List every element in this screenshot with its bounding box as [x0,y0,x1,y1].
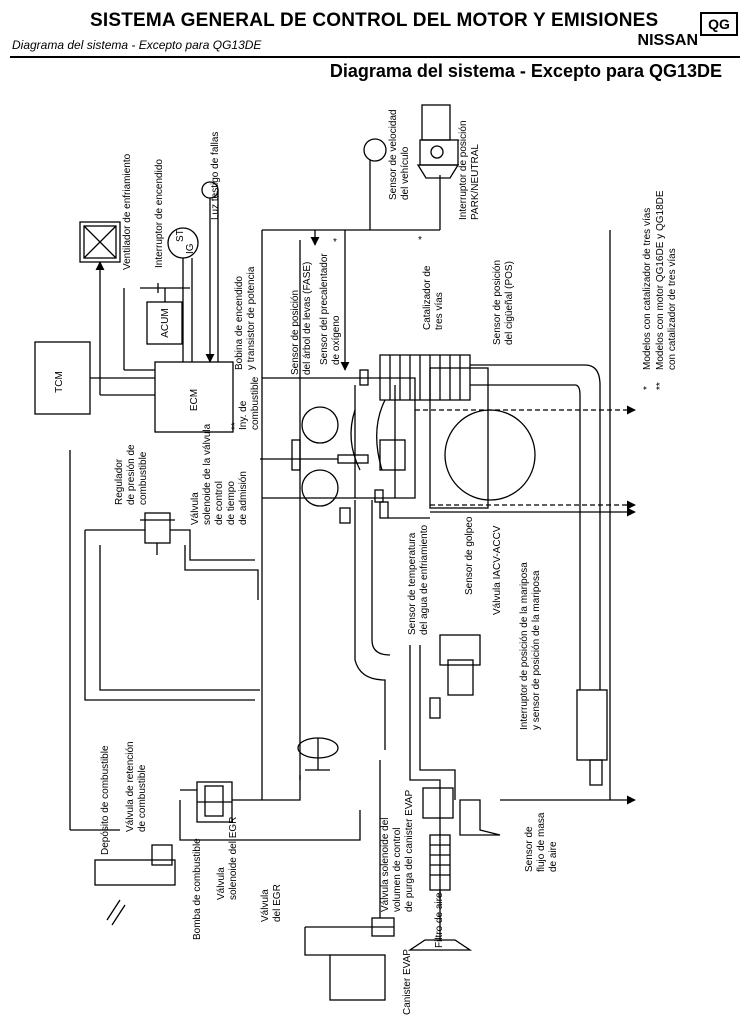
regulator-label-3: combustible [138,451,149,505]
cooling-fan-icon [79,221,121,263]
injector-label-2: combustible [250,376,261,430]
egr-valve-icon [297,737,339,771]
cam-label-1: Sensor de posición [290,290,301,375]
pnp-star: * [418,235,422,246]
header-rule [10,56,740,58]
purge-label-1: Válvula solenoide del [380,817,391,912]
crank-label-2: del cigüeñal (POS) [504,261,515,345]
ign-st-label: ST [175,229,186,242]
evap-canister [329,954,386,1001]
timing-label-2: solenoide de la válvula [202,423,213,525]
o2-label-2: de oxígeno [331,315,342,365]
egr-label-1: Válvula [260,889,271,922]
note-1: Modelos con catalizador de tres vías [642,208,653,370]
coil-label-2: y transistor de potencia [246,266,257,370]
purge-solenoid-icon [371,917,395,937]
maf-label-2: flujo de masa [536,812,547,872]
maf-label-1: Sensor de [524,826,535,872]
ignition-coil-icon [291,439,301,471]
purge-label-3: de purga del canister EVAP [404,790,415,912]
timing-label-5: de admisión [238,471,249,525]
coil-label-1: Bobina de encendido [234,276,245,370]
air-filter-icon [407,834,473,951]
catalyst-icon [379,354,471,401]
canister-label: Canister EVAP [402,949,413,1015]
iacv-label: Válvula IACV-ACCV [492,525,503,615]
note-2-mark: ** [655,382,666,390]
fuel-pump [151,844,173,866]
egr-sol-label-2: solenoide del EGR [228,817,239,900]
ecm-box [154,361,234,433]
timing-label-1: Válvula [190,492,201,525]
mil-label: Luz testigo de fallas [210,132,221,220]
tps-label-2: y sensor de posición de la mariposa [531,570,542,730]
egr-label-2: del EGR [272,884,283,922]
check-valve-label-2: de combustible [137,764,148,832]
crank-label-1: Sensor de posición [492,260,503,345]
injector-icon [337,454,369,464]
injector-label-1: Iny. de [238,400,249,430]
diagram-title: Diagrama del sistema - Excepto para QG13… [329,61,722,81]
tps-label-1: Interruptor de posición de la mariposa [519,562,530,730]
o2-star: * [333,237,337,248]
egr-sol-label-1: Válvula [216,867,227,900]
coolant-label-1: Sensor de temperatura [407,532,418,635]
coolant-sensor-icon [374,489,384,503]
knock-sensor-icon [379,501,389,519]
maf-label-3: de aire [548,841,559,872]
muffler [576,689,608,761]
o2-label-1: Sensor del precalentador [319,253,330,365]
regulator-label-2: de presión de [126,444,137,505]
pnp-label-2: PARK/NEUTRAL [470,144,481,220]
tank-label: Depósito de combustible [100,745,111,855]
speed-sensor-icon [363,138,387,162]
timing-valve-icon [339,507,351,524]
ign-ig-label: IG [185,243,196,254]
vss-label-1: Sensor de velocidad [388,109,399,200]
throttle-body-icon [429,634,481,719]
regulator-label-1: Regulador [114,458,125,505]
fan-label: Ventilador de enfriamiento [122,153,133,270]
brand-label: NISSAN [637,32,698,49]
filter-label: Filtro de aire [434,892,445,948]
note-2a: Modelos con motor QG16DE y QG18DE [655,190,666,370]
timing-label-4: de tiempo [226,481,237,525]
header-subtitle: Diagrama del sistema - Excepto para QG13… [12,38,262,52]
header-title: SISTEMA GENERAL DE CONTROL DEL MOTOR Y E… [90,10,659,31]
pump-label: Bomba de combustible [192,838,203,940]
section-badge: QG [700,12,738,36]
egr-solenoid-icon [196,781,233,823]
ignition-label: Interruptor de encendido [154,159,165,268]
o2-sensor-icon [359,369,369,386]
park-neutral-switch-icon [416,104,460,179]
cam-label-2: del árbol de levas (FASE) [302,262,313,375]
fuel-tank [94,859,176,886]
injector-mark: ** [230,422,241,430]
ecm-label: ECM [189,389,200,411]
fuel-regulator-icon [140,512,175,555]
note-1-mark: * [642,386,653,390]
cat-label-1: Catalizador de [422,265,433,330]
pnp-label-1: Interruptor de posición [458,120,469,220]
acum-label: ACUM [160,308,171,337]
camshaft-sensor-icon [301,406,339,444]
vss-label-2: del vehículo [400,146,411,200]
knock-label: Sensor de golpeo [464,516,475,595]
coolant-label-2: del agua de enfriamiento [419,524,430,635]
timing-label-3: de control [214,481,225,525]
purge-label-2: volumen de control [392,828,403,913]
cat-label-2: tres vías [434,292,445,330]
crankshaft-wheel-icon [444,409,536,501]
engine-block [262,377,416,499]
maf-sensor-icon [459,799,501,836]
tcm-label: TCM [54,371,65,393]
note-2b: con catalizador de tres vías [667,248,678,370]
check-valve-label-1: Válvula de retención [125,741,136,832]
